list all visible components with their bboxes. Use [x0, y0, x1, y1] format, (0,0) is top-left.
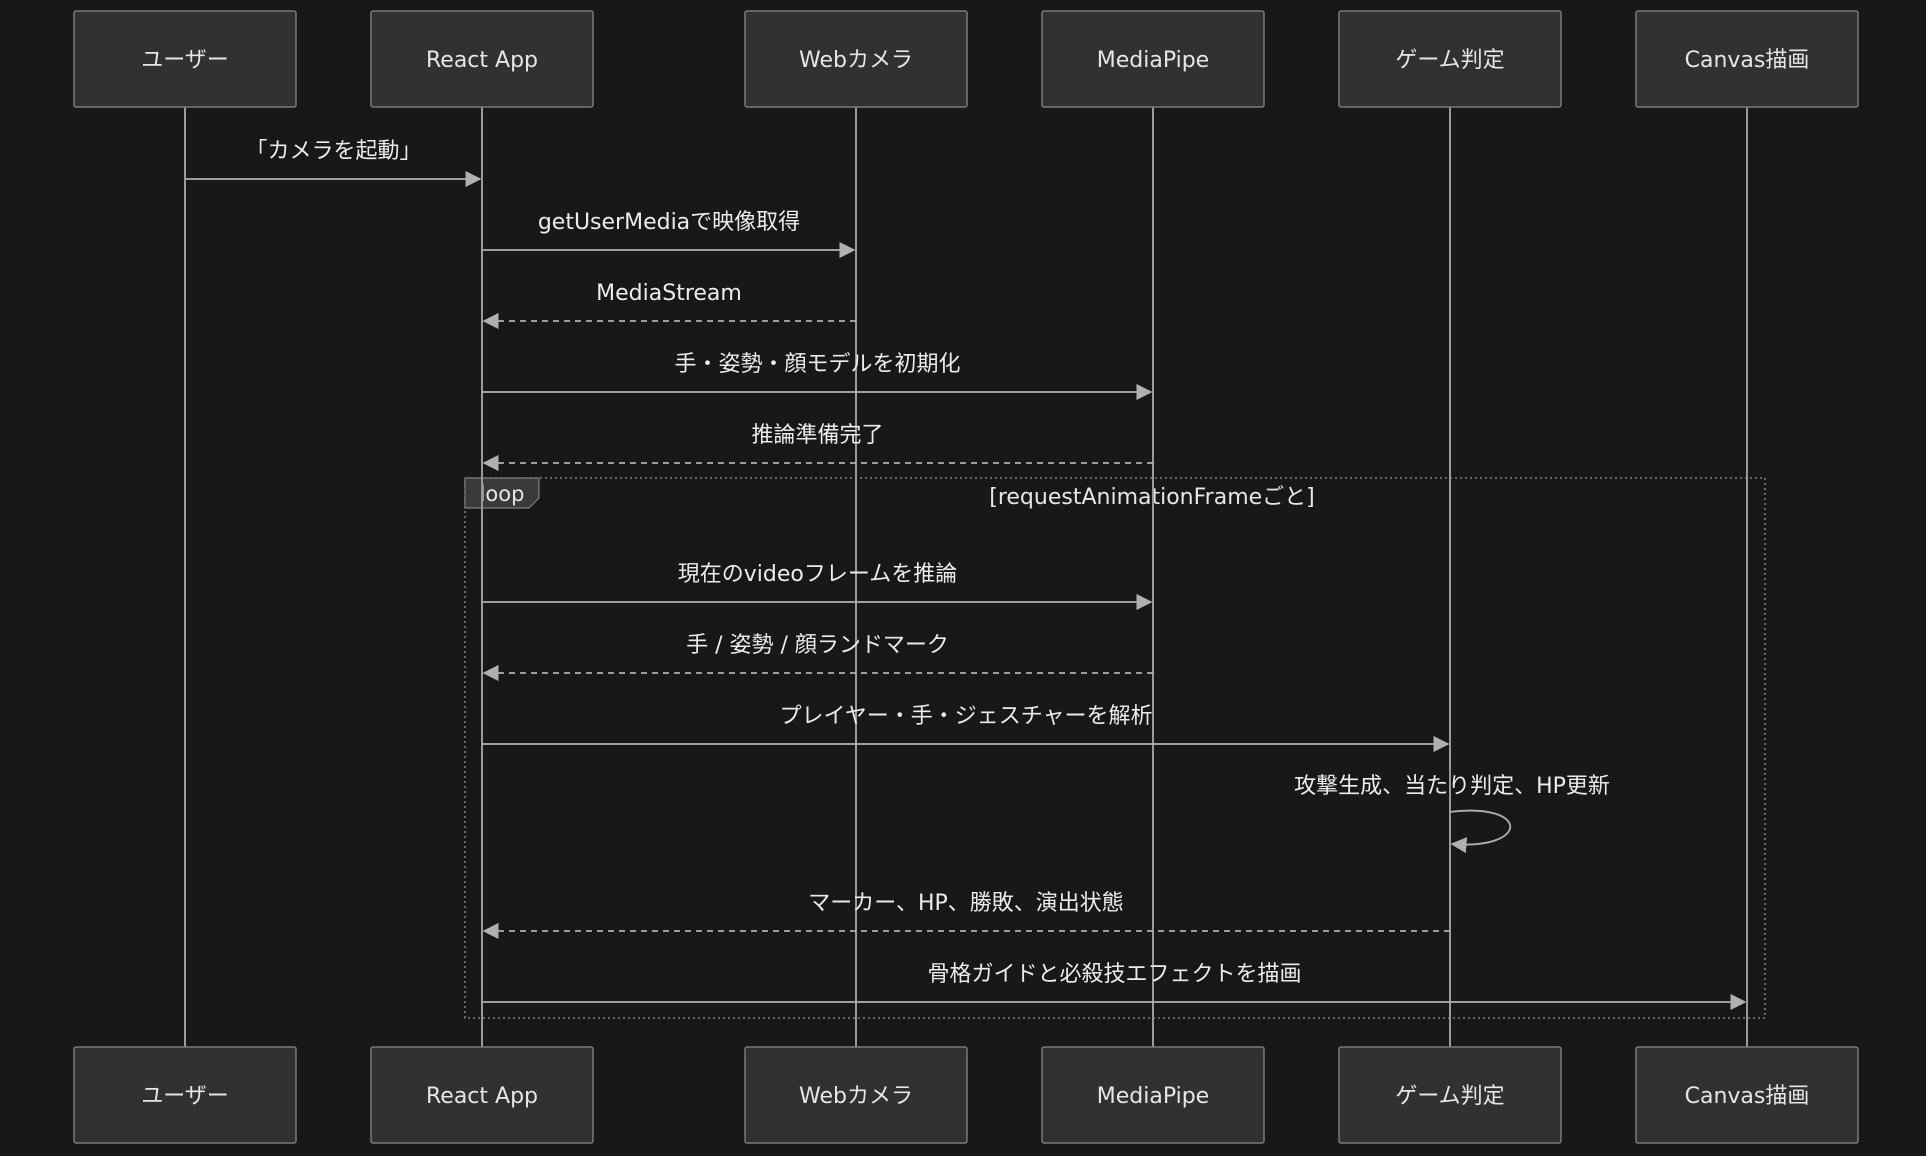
participant-box	[1338, 1046, 1562, 1144]
message-4: 手・姿勢・顔モデルを初期化	[482, 352, 1153, 401]
participant-mediapipe-top: MediaPipe	[1041, 10, 1265, 108]
participant-label: Webカメラ	[799, 1084, 913, 1109]
loop-keyword: loop	[480, 482, 525, 506]
message-label: マーカー、HP、勝敗、演出状態	[808, 891, 1124, 916]
messages-layer: 「カメラを起動」 getUserMediaで映像取得 MediaStream 手・姿勢…	[185, 139, 1747, 1011]
message-label: 骨格ガイドと必殺技エフェクトを描画	[927, 962, 1301, 987]
participant-box	[73, 1046, 297, 1144]
participant-box	[1635, 10, 1859, 108]
message-label: getUserMediaで映像取得	[538, 210, 800, 235]
participant-user-top: ユーザー	[73, 10, 297, 108]
message-label: 「カメラを起動」	[245, 139, 421, 164]
participant-box	[1041, 1046, 1265, 1144]
message-11: 骨格ガイドと必殺技エフェクトを描画	[482, 962, 1747, 1011]
participant-box	[73, 10, 297, 108]
participant-label: ゲーム判定	[1395, 1084, 1504, 1109]
participant-react-top: React App	[370, 10, 594, 108]
participant-user-bottom: ユーザー	[73, 1046, 297, 1144]
message-3: MediaStream	[482, 281, 856, 330]
participant-label: React App	[426, 48, 538, 73]
participant-label: ゲーム判定	[1395, 48, 1504, 73]
participant-game-bottom: ゲーム判定	[1338, 1046, 1562, 1144]
message-label: 推論準備完了	[751, 423, 883, 448]
message-label: 手・姿勢・顔モデルを初期化	[674, 352, 960, 377]
message-8: プレイヤー・手・ジェスチャーを解析	[482, 704, 1450, 753]
participant-react-bottom: React App	[370, 1046, 594, 1144]
self-message-arrow	[1449, 809, 1511, 854]
participant-label: Canvas描画	[1685, 48, 1810, 73]
participant-box	[370, 10, 594, 108]
message-label: プレイヤー・手・ジェスチャーを解析	[779, 704, 1152, 729]
participant-label: ユーザー	[141, 1084, 229, 1109]
message-label: 攻撃生成、当たり判定、HP更新	[1294, 774, 1610, 799]
participant-webcam-bottom: Webカメラ	[744, 1046, 968, 1144]
participant-label: MediaPipe	[1097, 48, 1209, 73]
message-6: 現在のvideoフレームを推論	[482, 562, 1153, 611]
participant-game-top: ゲーム判定	[1338, 10, 1562, 108]
participant-webcam-top: Webカメラ	[744, 10, 968, 108]
message-label: 現在のvideoフレームを推論	[678, 562, 957, 587]
participant-label: ユーザー	[141, 48, 229, 73]
loop-layer: loop[requestAnimationFrameごと]	[464, 477, 1766, 1019]
message-1: 「カメラを起動」	[185, 139, 482, 188]
participant-label: React App	[426, 1084, 538, 1109]
message-10: マーカー、HP、勝敗、演出状態	[482, 891, 1450, 940]
participant-box	[370, 1046, 594, 1144]
participant-box	[744, 1046, 968, 1144]
message-2: getUserMediaで映像取得	[482, 210, 856, 259]
message-7: 手 / 姿勢 / 顔ランドマーク	[482, 633, 1153, 682]
participant-box	[1041, 10, 1265, 108]
message-5: 推論準備完了	[482, 423, 1153, 472]
participant-box	[744, 10, 968, 108]
participant-canvas-top: Canvas描画	[1635, 10, 1859, 108]
participant-box	[1338, 10, 1562, 108]
participant-label: MediaPipe	[1097, 1084, 1209, 1109]
loop-tab	[464, 477, 540, 509]
participant-canvas-bottom: Canvas描画	[1635, 1046, 1859, 1144]
message-9: 攻撃生成、当たり判定、HP更新	[1294, 774, 1610, 854]
message-label: 手 / 姿勢 / 顔ランドマーク	[686, 633, 949, 658]
loop-frame	[464, 477, 1766, 1019]
message-label: MediaStream	[596, 281, 742, 306]
participant-label: Canvas描画	[1685, 1084, 1810, 1109]
participant-label: Webカメラ	[799, 48, 913, 73]
participant-mediapipe-bottom: MediaPipe	[1041, 1046, 1265, 1144]
participant-box	[1635, 1046, 1859, 1144]
lifelines-layer	[184, 107, 1748, 1047]
